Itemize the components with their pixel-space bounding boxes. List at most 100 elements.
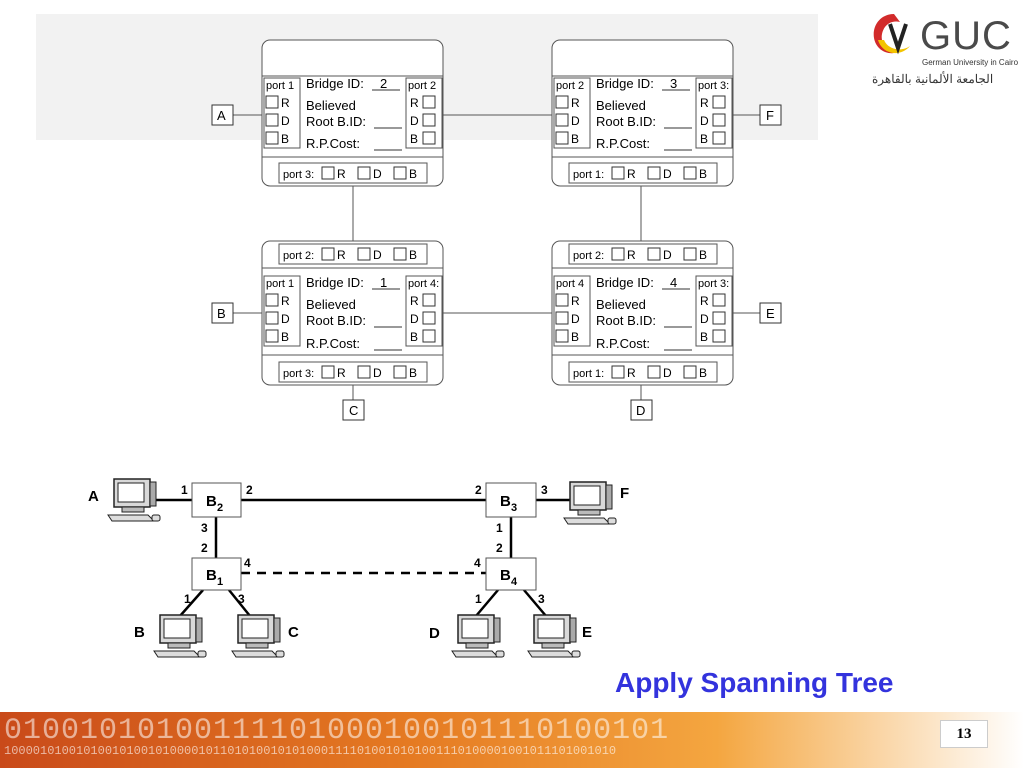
port-bottom-label: port 1: [573, 169, 604, 181]
svg-text:3: 3 [541, 483, 548, 497]
page-number: 13 [940, 720, 988, 748]
svg-text:D: D [700, 312, 709, 326]
svg-text:B: B [409, 248, 417, 262]
bridge-id-value: 3 [670, 76, 677, 91]
port-right-label: port 4: [408, 278, 439, 290]
bridge-id-label: Bridge ID: [596, 275, 654, 290]
worksheet-lan-d: D [630, 399, 653, 421]
svg-text:1: 1 [217, 576, 223, 588]
topology-bridge-b1: B 1 [191, 557, 242, 591]
port-right-label: port 2 [408, 80, 436, 92]
port-bottom-label: port 3: [283, 368, 314, 380]
svg-text:D: D [571, 312, 580, 326]
svg-text:B: B [571, 330, 579, 344]
port-bottom-label: port 1: [573, 368, 604, 380]
host-e-label: E [582, 624, 592, 641]
topology-bridge-b3: B 3 [485, 482, 537, 518]
svg-text:B: B [500, 567, 511, 584]
host-d-computer-icon [451, 614, 505, 658]
believed-label: Believed [306, 98, 356, 113]
topology-bridge-b2: B 2 [191, 482, 242, 518]
rp-cost-label: R.P.Cost: [596, 136, 650, 151]
bridge-id-label: Bridge ID: [306, 76, 364, 91]
svg-text:B: B [700, 330, 708, 344]
logo-wordmark: GUC [920, 14, 1012, 58]
svg-text:C: C [349, 403, 358, 418]
svg-text:1: 1 [496, 521, 503, 535]
svg-text:D: D [663, 366, 672, 380]
root-bid-label: Root B.ID: [596, 313, 656, 328]
worksheet-bridge-2: port 1 port 2 Bridge ID: 2 Believed Root… [261, 39, 444, 187]
footer-binary-large: 01001010100111101000100101110100101 [4, 714, 670, 748]
port-left-label: port 1 [266, 278, 294, 290]
worksheet-lan-a: A [211, 104, 234, 126]
left-checkboxes: R D B [265, 293, 290, 344]
port-right-label: port 3: [698, 80, 729, 92]
svg-text:B: B [409, 167, 417, 181]
topology-host-labels: A F B C D E [88, 485, 629, 642]
svg-text:R: R [627, 167, 636, 181]
svg-text:D: D [373, 167, 382, 181]
svg-text:R: R [700, 96, 709, 110]
svg-text:2: 2 [217, 502, 223, 514]
svg-text:2: 2 [475, 483, 482, 497]
svg-text:B: B [206, 493, 217, 510]
svg-text:D: D [410, 114, 419, 128]
svg-text:4: 4 [474, 556, 481, 570]
port-left-label: port 1 [266, 80, 294, 92]
bridge-id-label: Bridge ID: [596, 76, 654, 91]
bridge-id-value: 1 [380, 275, 387, 290]
svg-text:B: B [281, 330, 289, 344]
right-checkboxes: R D B [700, 95, 726, 146]
svg-text:B: B [281, 132, 289, 146]
footer-binary-small: 1000010100101001010010100001011010100101… [4, 744, 617, 758]
bridge-id-label: Bridge ID: [306, 275, 364, 290]
svg-text:B: B [500, 493, 511, 510]
svg-text:3: 3 [538, 592, 545, 606]
topology-links [155, 498, 572, 617]
svg-text:B: B [410, 132, 418, 146]
svg-text:2: 2 [246, 483, 253, 497]
svg-text:D: D [281, 114, 290, 128]
guc-emblem-icon [873, 14, 910, 55]
right-checkboxes: R D B [700, 293, 726, 344]
svg-text:B: B [409, 366, 417, 380]
svg-text:R: R [700, 294, 709, 308]
worksheet-lan-c: C [342, 399, 365, 421]
svg-text:2: 2 [496, 541, 503, 555]
svg-text:R: R [627, 366, 636, 380]
svg-text:B: B [571, 132, 579, 146]
worksheet-lan-f: F [759, 104, 782, 126]
svg-text:D: D [281, 312, 290, 326]
svg-text:3: 3 [238, 592, 245, 606]
rp-cost-label: R.P.Cost: [306, 136, 360, 151]
believed-label: Believed [596, 297, 646, 312]
right-checkboxes: R D B [410, 293, 436, 344]
tagline: Apply Spanning Tree [615, 667, 894, 698]
svg-text:4: 4 [511, 576, 518, 588]
host-f-label: F [620, 485, 629, 502]
left-checkboxes: R D B [555, 95, 580, 146]
svg-text:R: R [281, 96, 290, 110]
svg-text:E: E [766, 306, 775, 321]
svg-text:1: 1 [475, 592, 482, 606]
svg-text:R: R [337, 248, 346, 262]
right-checkboxes: R D B [410, 95, 436, 146]
worksheet-lan-b: B [211, 302, 234, 324]
svg-text:R: R [410, 96, 419, 110]
svg-text:D: D [571, 114, 580, 128]
host-a-label: A [88, 488, 99, 505]
left-checkboxes: R D B [265, 95, 290, 146]
svg-text:R: R [337, 167, 346, 181]
host-f-computer-icon [563, 481, 617, 525]
host-b-label: B [134, 624, 145, 641]
port-top-label: port 2: [573, 250, 604, 262]
svg-text:B: B [699, 366, 707, 380]
worksheet-bridge-1: port 2: R D B port 1 port 4: Bridge ID: … [261, 240, 444, 386]
svg-text:D: D [663, 167, 672, 181]
port-left-label: port 4 [556, 278, 584, 290]
guc-logo: GUC German University in Cairo الجامعة ا… [868, 10, 1018, 92]
svg-text:R: R [571, 96, 580, 110]
svg-text:2: 2 [201, 541, 208, 555]
